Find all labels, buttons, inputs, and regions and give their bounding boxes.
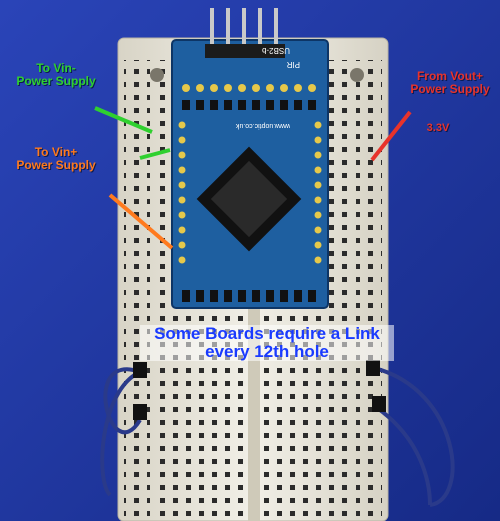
top-pin-row (182, 100, 316, 110)
vin-minus-label: To Vin- Power Supply (16, 61, 96, 88)
orange-wire (108, 193, 174, 250)
board-model: USB2-b (261, 46, 290, 55)
top-header-pins (205, 8, 285, 58)
voltage-label: 3.3V (426, 122, 450, 134)
mount-hole (350, 68, 364, 82)
pcb-module: USB2-b PIR www.uoptic.co.uk (171, 8, 329, 309)
vin-plus-label: To Vin+ Power Supply (16, 145, 96, 172)
mount-hole (150, 68, 164, 82)
board-brand: www.uoptic.co.uk (235, 122, 291, 129)
microcontroller-chip (196, 146, 302, 252)
board-part: PIR (286, 60, 300, 69)
right-pad-column (314, 121, 322, 264)
red-wire (370, 110, 412, 162)
vout-plus-label: From Vout+ Power Supply (410, 69, 490, 96)
bottom-pin-row (182, 290, 316, 302)
green-wire-2 (139, 148, 171, 160)
top-pad-row (182, 84, 316, 92)
left-pad-column (178, 121, 186, 264)
link-note: Some Boards require a Link every 12th ho… (140, 325, 394, 361)
link-wire-left (100, 362, 147, 497)
link-wire-right (366, 360, 455, 507)
green-wire (94, 106, 153, 134)
